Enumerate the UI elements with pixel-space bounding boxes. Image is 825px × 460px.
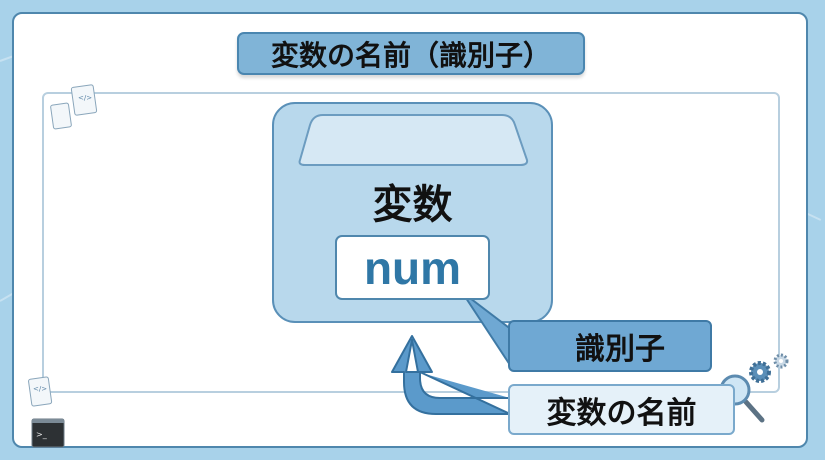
identifier-callout: 識別子 [508, 320, 712, 372]
arrow-icon [391, 335, 511, 415]
box-lid [298, 114, 529, 166]
variable-name-label: 変数の名前 [508, 384, 735, 435]
code-file-icon: </> [28, 376, 53, 407]
identifier-box: num [335, 235, 490, 300]
svg-text:</>: </> [33, 385, 47, 393]
page-title: 変数の名前（識別子） [237, 32, 585, 75]
variable-label: 変数 [372, 182, 453, 228]
gear-icon [749, 353, 789, 383]
terminal-icon: >_ [31, 418, 65, 448]
svg-text:>_: >_ [36, 430, 48, 439]
svg-text:</>: </> [78, 94, 92, 102]
code-file-icon: </> [50, 84, 98, 130]
